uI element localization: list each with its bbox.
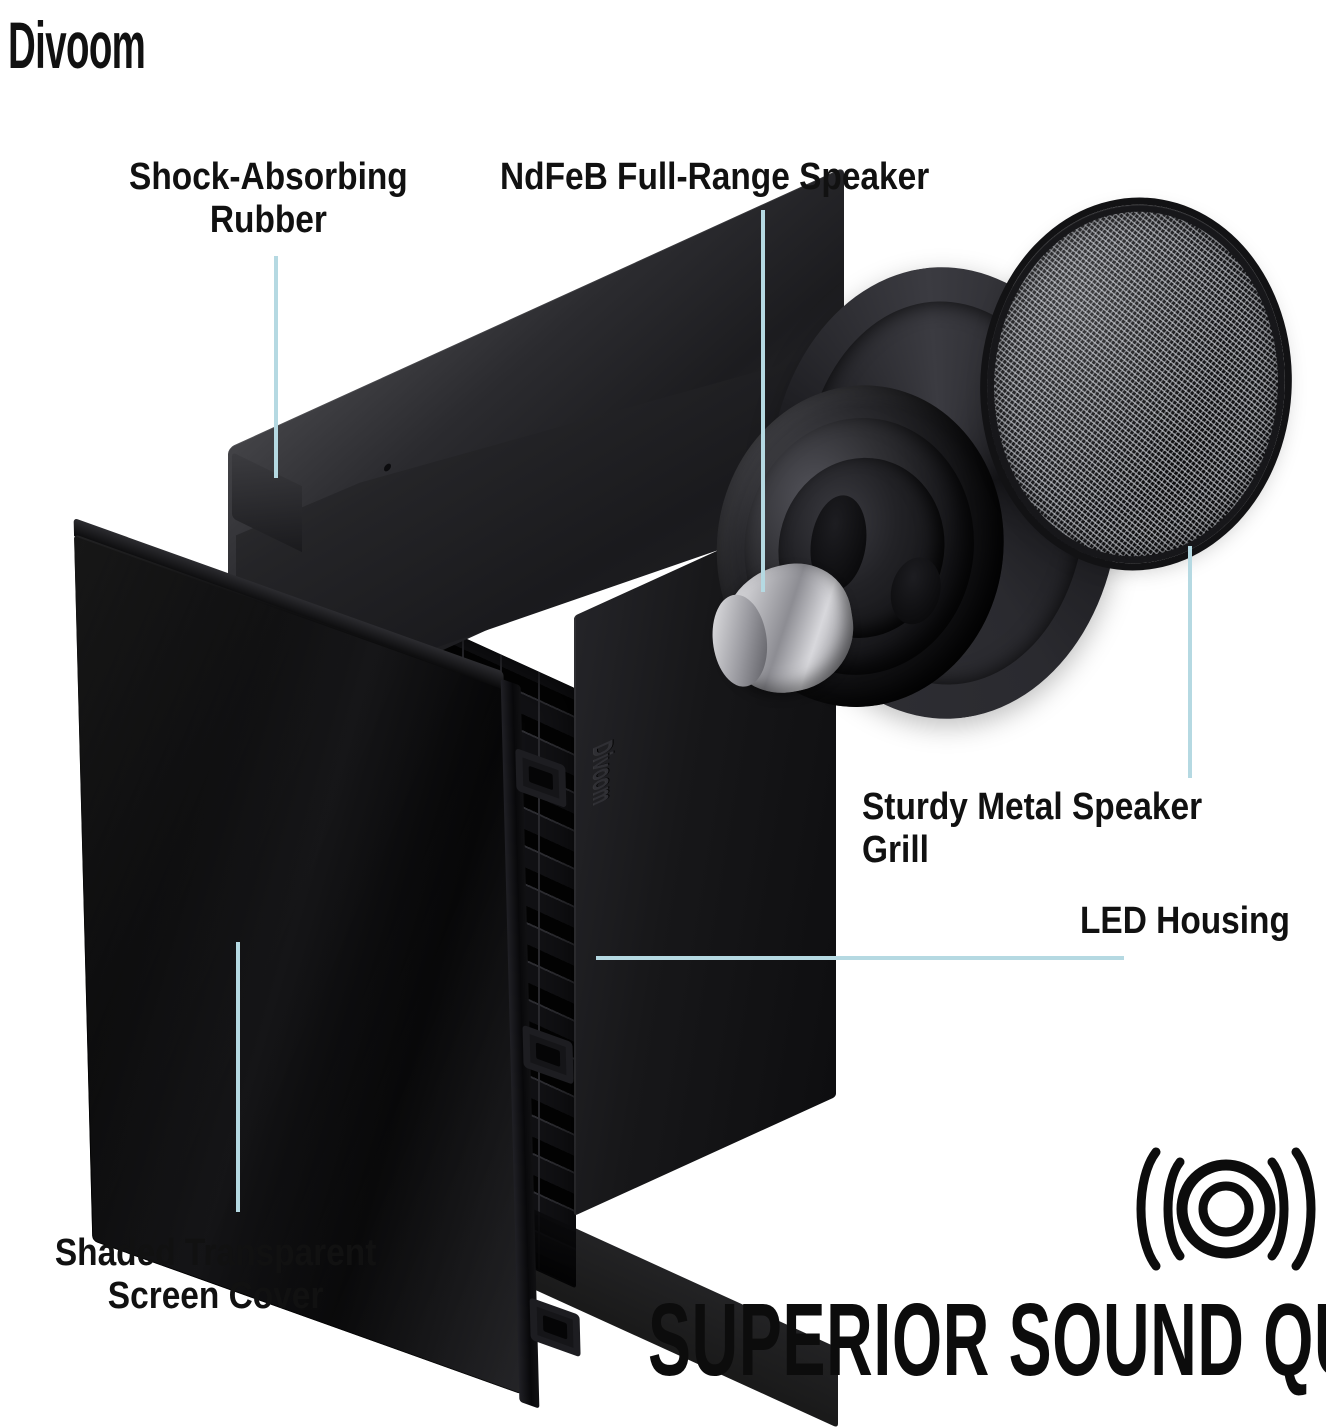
brand-logo: Divoom: [8, 9, 146, 83]
sound-waves-icon: [1128, 1146, 1324, 1272]
leader-line-shock-absorbing-rubber: [274, 256, 278, 478]
callout-label-shock-absorbing-rubber: Shock-Absorbing Rubber: [129, 156, 408, 242]
leader-line-screen-cover: [236, 942, 240, 1212]
leader-line-led-housing: [596, 956, 1124, 960]
leader-line-speaker-grill: [1188, 546, 1192, 778]
headline-text: SUPERIOR SOUND QUALITY: [648, 1283, 1326, 1398]
callout-label-speaker-grill: Sturdy Metal Speaker Grill: [862, 786, 1203, 872]
callout-label-led-housing: LED Housing: [1080, 900, 1290, 942]
product-exploded-diagram: Divoom: [0, 0, 1326, 1383]
callout-label-ndfeb-speaker: NdFeB Full-Range Speaker: [500, 156, 930, 198]
callout-label-screen-cover: Shaded Transparent Screen Cover: [54, 1232, 377, 1318]
leader-line-ndfeb-speaker: [761, 210, 765, 592]
